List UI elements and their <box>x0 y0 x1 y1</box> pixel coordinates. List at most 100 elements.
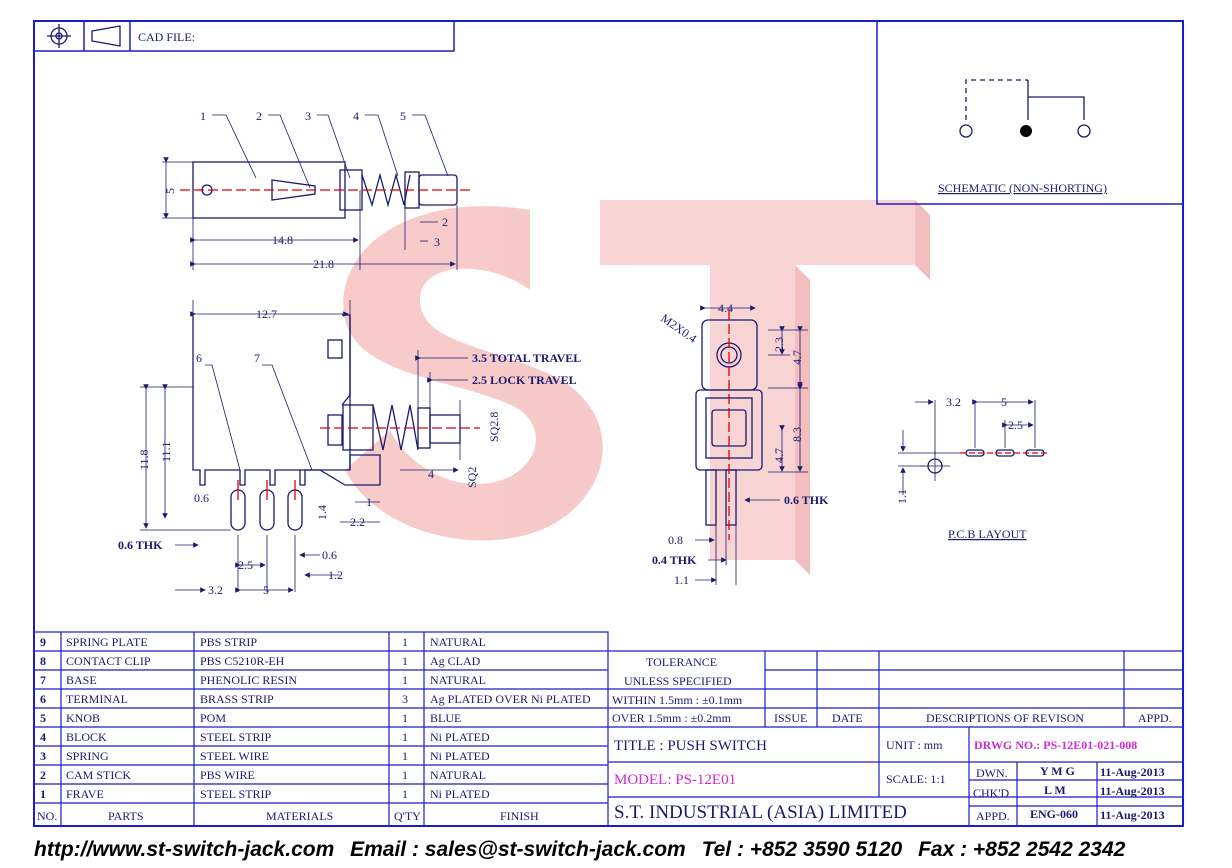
callout-1: 1 <box>200 109 206 123</box>
bom-cell: CAM STICK <box>66 768 131 782</box>
bom-cell: Ni PLATED <box>430 787 490 801</box>
bom-cell: 1 <box>402 749 408 763</box>
drawing-title: TITLE : PUSH SWITCH <box>614 738 767 754</box>
bom-header-cell: PARTS <box>108 809 144 823</box>
bom-cell: 3 <box>402 692 408 706</box>
callout-6: 6 <box>196 351 202 365</box>
fax-text: Fax : +852 2542 2342 <box>918 838 1126 861</box>
dim-1: 1 <box>366 495 372 509</box>
bom-cell: SPRING <box>66 749 109 763</box>
bom-cell: 1 <box>402 635 408 649</box>
bom-cell: KNOB <box>66 711 100 725</box>
dim-2-5: 2.5 <box>238 558 253 572</box>
rev-date-header: DATE <box>832 711 863 725</box>
chk-name: L M <box>1044 783 1066 797</box>
pcb-layout-label: P.C.B LAYOUT <box>948 527 1027 541</box>
bom-cell: PBS STRIP <box>200 635 257 649</box>
bom-cell: Ag CLAD <box>430 654 481 668</box>
rev-appd-header: APPD. <box>1138 711 1172 725</box>
bom-cell: STEEL WIRE <box>200 749 269 763</box>
st-watermark-logo <box>343 200 930 575</box>
bom-cell: BLOCK <box>66 730 107 744</box>
side-view-drawing <box>140 300 480 593</box>
bom-cell: 1 <box>402 768 408 782</box>
dim-4-7-a: 4.7 <box>790 350 804 365</box>
tolerance-line-1: TOLERANCE <box>646 655 717 669</box>
dim-m2-thread: M2X0.4 <box>658 311 699 346</box>
top-view-labels: 1 2 3 4 5 5 14.8 21.8 2 3 <box>163 109 448 271</box>
dim-2-2: 2.2 <box>350 515 365 529</box>
schematic-label: SCHEMATIC (NON-SHORTING) <box>938 181 1107 195</box>
pcb-dim-5: 5 <box>1001 395 1007 409</box>
bom-cell: 2 <box>40 768 46 782</box>
dwn-name: Y M G <box>1040 764 1075 778</box>
bom-cell: BRASS STRIP <box>200 692 274 706</box>
bom-cell: NATURAL <box>430 673 486 687</box>
bom-cell: 1 <box>402 787 408 801</box>
dim-21-8: 21.8 <box>313 257 334 271</box>
bom-table <box>33 631 609 827</box>
callout-4: 4 <box>353 109 359 123</box>
bom-cell: NATURAL <box>430 768 486 782</box>
callout-3: 3 <box>305 109 311 123</box>
bom-cell: 8 <box>40 654 46 668</box>
revision-table <box>608 650 1183 728</box>
side-view-labels: 6 7 12.7 3.5 TOTAL TRAVEL 2.5 LOCK TRAVE… <box>118 307 581 597</box>
bom-header-cell: NO. <box>37 809 57 823</box>
cad-file-label: CAD FILE: <box>138 30 195 44</box>
dwn-date: 11-Aug-2013 <box>1100 765 1165 779</box>
bom-cell: 1 <box>402 654 408 668</box>
bom-cell: NATURAL <box>430 635 486 649</box>
pcb-dim-1-1: 1.1 <box>895 489 909 504</box>
scale-label: SCALE: 1:1 <box>886 772 946 786</box>
bom-cell: 4 <box>40 730 46 744</box>
dim-4-7-b: 4.7 <box>772 448 786 463</box>
dim-2: 2 <box>442 215 448 229</box>
schematic-panel: SCHEMATIC (NON-SHORTING) <box>876 20 1184 205</box>
pcb-dim-2-5: 2.5 <box>1008 418 1023 432</box>
bom-cell: 5 <box>40 711 46 725</box>
title-block-text: TITLE : PUSH SWITCH UNIT : mm DRWG NO.: … <box>614 738 1165 823</box>
bom-cell: 1 <box>402 673 408 687</box>
dim-thk: 0.6 THK <box>118 538 163 552</box>
dim-4-4: 4.4 <box>718 301 733 315</box>
dim-5: 5 <box>263 583 269 597</box>
drawing-number: DRWG NO.: PS-12E01-021-008 <box>974 738 1137 752</box>
website-link[interactable]: http://www.st-switch-jack.com <box>34 838 335 861</box>
bom-cell: CONTACT CLIP <box>66 654 151 668</box>
bom-cell: 3 <box>40 749 46 763</box>
bom-cell: 6 <box>40 692 46 706</box>
dim-3-2: 3.2 <box>208 583 223 597</box>
dim-12-7: 12.7 <box>256 307 277 321</box>
bom-cell: STEEL STRIP <box>200 730 272 744</box>
callout-2: 2 <box>256 109 262 123</box>
pcb-dim-3-2: 3.2 <box>946 395 961 409</box>
dim-sq2: SQ2 <box>465 467 479 488</box>
dim-2-3: 2.3 <box>772 337 786 352</box>
email-link[interactable]: Email : sales@st-switch-jack.com <box>350 838 686 861</box>
cad-file-box: CAD FILE: <box>33 20 455 52</box>
dwn-label: DWN. <box>976 766 1008 780</box>
dim-11-8: 11.8 <box>137 449 151 470</box>
dim-total-travel: 3.5 TOTAL TRAVEL <box>472 351 581 365</box>
tolerance-line-3: WITHIN 1.5mm : ±0.1mm <box>612 693 743 707</box>
top-view-drawing <box>162 114 470 270</box>
callout-7: 7 <box>254 351 260 365</box>
tolerance-block: TOLERANCE UNLESS SPECIFIED WITHIN 1.5mm … <box>612 655 1172 725</box>
callout-5: 5 <box>400 109 406 123</box>
chk-label: CHK'D <box>973 786 1009 800</box>
dim-0-4-thk: 0.4 THK <box>652 553 697 567</box>
dim-front-thk: 0.6 THK <box>784 493 829 507</box>
appd-name: ENG-060 <box>1030 807 1078 821</box>
bom-cell: Ag PLATED OVER Ni PLATED <box>430 692 591 706</box>
dim-1-1: 1.1 <box>674 573 689 587</box>
bom-cell: 9 <box>40 635 46 649</box>
appd-label: APPD. <box>976 809 1010 823</box>
bom-cell: PHENOLIC RESIN <box>200 673 297 687</box>
bom-cell: 1 <box>402 730 408 744</box>
dim-0-8: 0.8 <box>668 533 683 547</box>
bom-cell: Ni PLATED <box>430 749 490 763</box>
title-block <box>608 727 1183 826</box>
dim-11-1: 11.1 <box>159 441 173 462</box>
